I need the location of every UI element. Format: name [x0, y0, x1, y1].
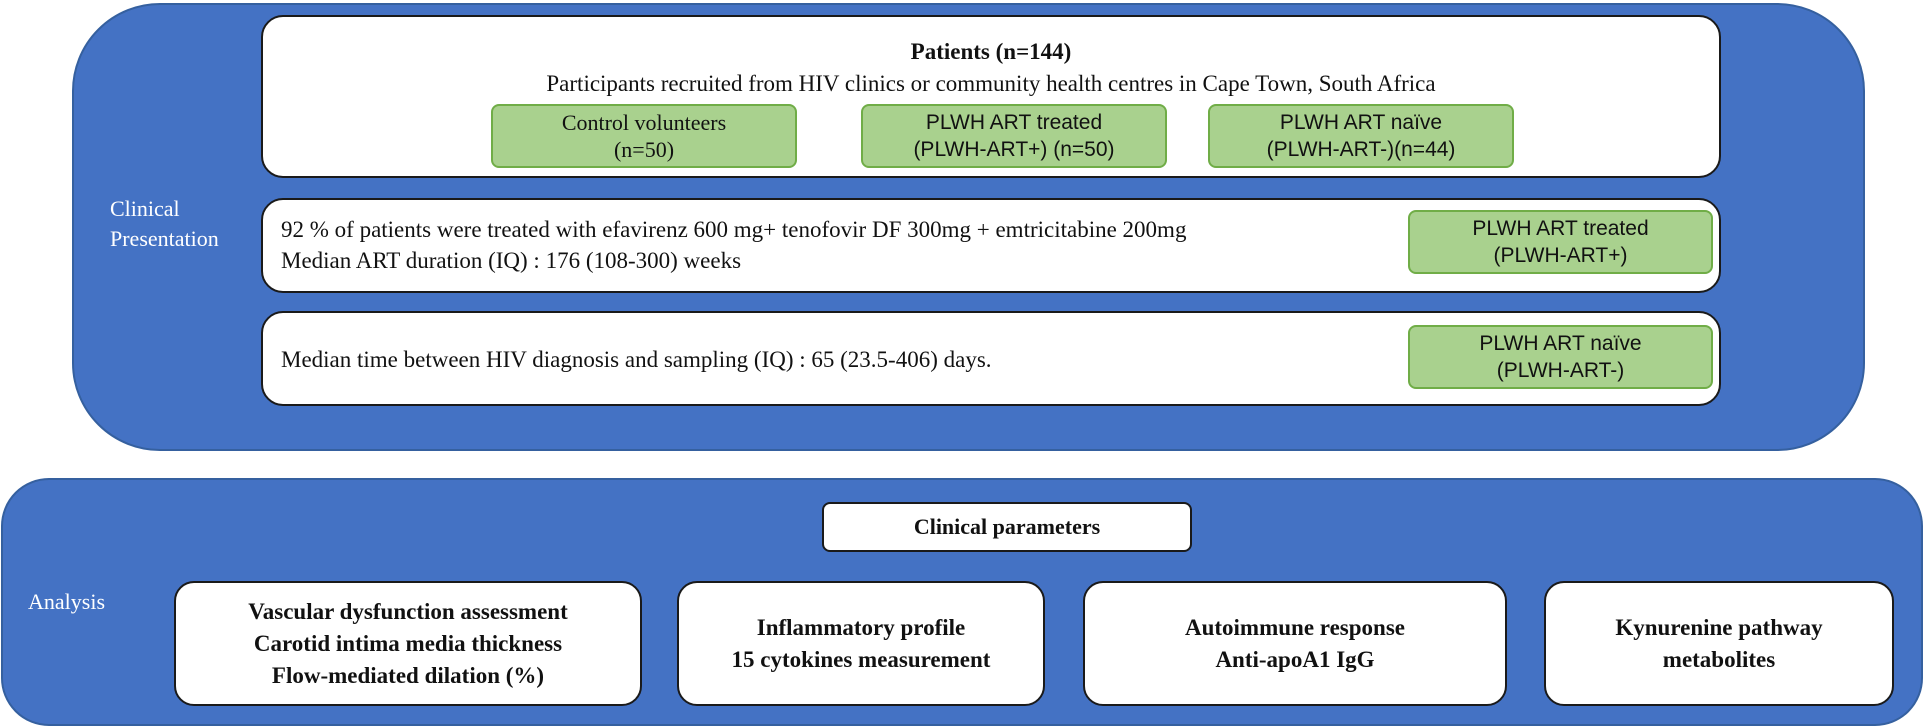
treated-line2: Median ART duration (IQ) : 176 (108-300)…: [281, 248, 742, 273]
tag-art-naive: PLWH ART naïve (PLWH-ART-): [1408, 325, 1713, 389]
naive-line1: Median time between HIV diagnosis and sa…: [281, 347, 992, 372]
vascular-line1: Vascular dysfunction assessment: [248, 598, 568, 624]
tag-art-treated-line1: PLWH ART treated: [1472, 217, 1649, 240]
vascular-line2: Carotid intima media thickness: [253, 630, 563, 656]
analysis-box-autoimmune: Autoimmune response Anti-apoA1 IgG: [1083, 581, 1507, 706]
vascular-line3: Flow-mediated dilation (%): [271, 662, 545, 688]
group-art-treated-line2: (PLWH-ART+) (n=50): [913, 138, 1115, 161]
treated-line1: 92 % of patients were treated with efavi…: [281, 217, 1187, 242]
group-control-line1: Control volunteers: [561, 110, 727, 135]
clinical-presentation-label-line2: Presentation: [110, 226, 219, 251]
analysis-box-kynurenine: Kynurenine pathway metabolites: [1544, 581, 1894, 706]
kynurenine-line1: Kynurenine pathway: [1615, 614, 1823, 640]
clinical-parameters-header: Clinical parameters: [822, 502, 1192, 552]
group-art-treated: PLWH ART treated (PLWH-ART+) (n=50): [861, 104, 1167, 168]
analysis-box-vascular: Vascular dysfunction assessment Carotid …: [174, 581, 642, 706]
group-control-line2: (n=50): [613, 137, 675, 162]
group-art-naive-line2: (PLWH-ART-)(n=44): [1266, 138, 1456, 161]
tag-art-treated-line2: (PLWH-ART+): [1493, 244, 1628, 267]
autoimmune-line1: Autoimmune response: [1184, 614, 1405, 640]
tag-art-treated: PLWH ART treated (PLWH-ART+): [1408, 210, 1713, 274]
patients-title: Patients (n=144): [910, 39, 1072, 64]
group-control-volunteers: Control volunteers (n=50): [491, 104, 797, 168]
group-art-treated-line1: PLWH ART treated: [925, 111, 1103, 134]
clinical-presentation-label: Clinical Presentation: [110, 194, 219, 254]
analysis-box-inflammatory: Inflammatory profile 15 cytokines measur…: [677, 581, 1045, 706]
patients-subtitle: Participants recruited from HIV clinics …: [546, 71, 1436, 96]
group-art-naive: PLWH ART naïve (PLWH-ART-)(n=44): [1208, 104, 1514, 168]
kynurenine-line2: metabolites: [1662, 646, 1776, 672]
clinical-presentation-label-line1: Clinical: [110, 196, 180, 221]
tag-art-naive-line1: PLWH ART naïve: [1479, 332, 1642, 355]
tag-art-naive-line2: (PLWH-ART-): [1496, 359, 1625, 382]
inflammatory-line1: Inflammatory profile: [756, 614, 966, 640]
analysis-label: Analysis: [28, 589, 105, 614]
group-art-naive-line1: PLWH ART naïve: [1279, 111, 1443, 134]
autoimmune-line2: Anti-apoA1 IgG: [1215, 646, 1375, 672]
inflammatory-line2: 15 cytokines measurement: [731, 646, 991, 672]
